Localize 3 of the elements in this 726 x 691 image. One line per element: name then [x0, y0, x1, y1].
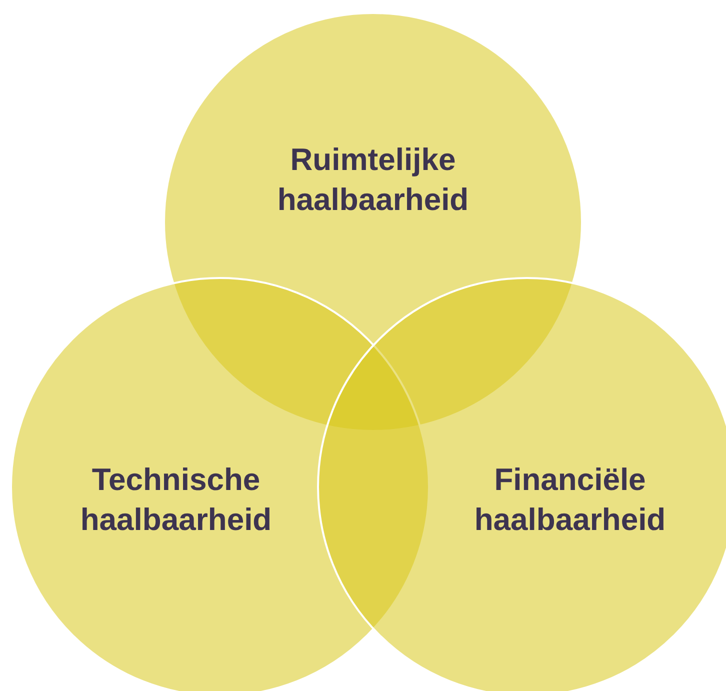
circle-label: Technische haalbaarheid [79, 461, 273, 539]
circle-label: Ruimtelijke haalbaarheid [276, 141, 470, 219]
circle-label: Financiële haalbaarheid [473, 461, 667, 539]
